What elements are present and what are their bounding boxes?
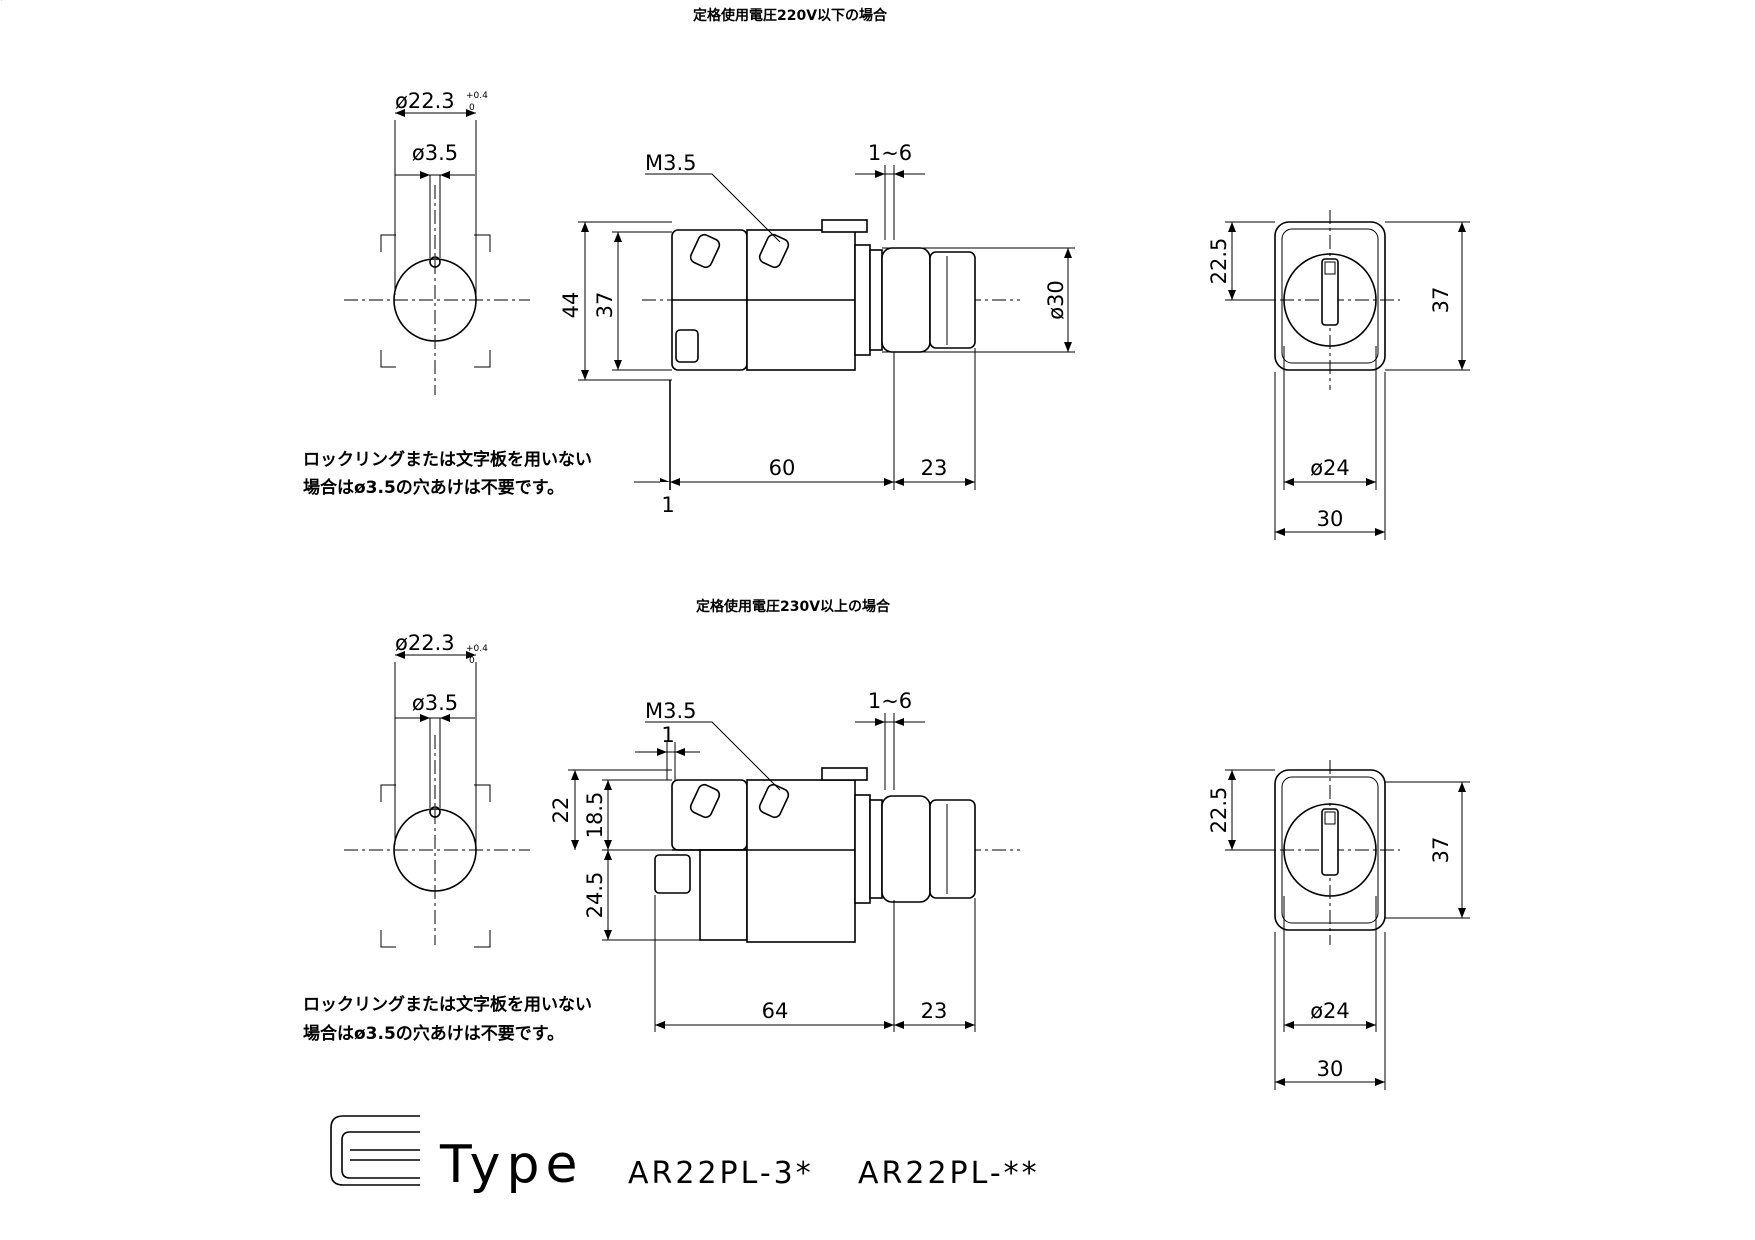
end-dia-label: ø24: [1310, 999, 1350, 1023]
note-line-2: 場合はø3.5の穴あけは不要です。: [303, 477, 564, 498]
note-line-2: 場合はø3.5の穴あけは不要です。: [303, 1023, 564, 1044]
depth-label: 60: [769, 456, 796, 480]
tolerance-plus: +0.4: [466, 91, 488, 101]
lower-terminal-icon: [654, 854, 691, 894]
end-height-label: 37: [1429, 837, 1453, 864]
model-number-2: AR22PL-**: [858, 1156, 1040, 1191]
end-view: 22.5 37 ø24 30: [1207, 760, 1470, 1090]
panel-thickness-label: 1~6: [868, 689, 912, 713]
front-length-label: 23: [921, 456, 948, 480]
terminal-screw-icon: [758, 783, 790, 819]
end-height-label: 37: [1429, 287, 1453, 314]
terminal-screw-icon: [689, 233, 721, 269]
end-width-label: 30: [1317, 1057, 1344, 1081]
footer: E Type AR22PL-3* AR22PL-**: [1, 0, 1040, 1195]
height-upper-label: 22: [549, 797, 573, 824]
tolerance-minus: 0: [469, 656, 475, 666]
type-e-logo: E: [1, 0, 420, 1186]
type-word: Type: [439, 1135, 583, 1195]
end-top-label: 22.5: [1207, 787, 1231, 834]
logo-letter: E: [1, 0, 2, 2]
plate-thickness-label: 1: [661, 493, 674, 517]
section-title: 定格使用電圧230V以上の場合: [696, 598, 891, 615]
anti-rotation-hole: [429, 256, 441, 268]
anti-rotation-hole: [429, 806, 441, 818]
end-view: 22.5 37 ø24 30: [1207, 210, 1470, 540]
height-total-label: 44: [559, 292, 583, 319]
hole-dia-label: ø3.5: [412, 691, 458, 715]
terminal-screw-icon: [758, 233, 790, 269]
lower-terminal-icon: [675, 329, 699, 363]
screw-label: M3.5: [645, 151, 697, 175]
note-line-1: ロックリングまたは文字板を用いない: [303, 994, 592, 1015]
depth-label: 64: [762, 999, 789, 1023]
height-inner-label: 37: [593, 292, 617, 319]
tolerance-minus: 0: [469, 103, 475, 113]
side-view: 22 18.5 24.5 M3.5 1 1~6: [549, 689, 1020, 1032]
selector-knob-icon: [1321, 808, 1339, 876]
section-top: 定格使用電圧220V以下の場合 ø22.3 +0.4 0 ø3.5 ロックリング…: [303, 7, 1470, 540]
outer-dia-label: ø22.3: [395, 89, 455, 113]
end-width-label: 30: [1317, 507, 1344, 531]
end-dia-label: ø24: [1310, 456, 1350, 480]
note-line-1: ロックリングまたは文字板を用いない: [303, 449, 592, 470]
hole-dia-label: ø3.5: [412, 141, 458, 165]
height-lower-label: 24.5: [583, 872, 607, 919]
outer-dia-label: ø22.3: [395, 631, 455, 655]
panel-thickness-label: 1~6: [868, 141, 912, 165]
terminal-screw-icon: [689, 783, 721, 819]
height-upper-inner-label: 18.5: [583, 792, 607, 839]
selector-knob-icon: [1321, 258, 1339, 326]
front-view: ø22.3 +0.4 0 ø3.5: [344, 631, 530, 948]
screw-label: M3.5: [645, 699, 697, 723]
tolerance-plus: +0.4: [466, 644, 488, 654]
front-length-label: 23: [921, 999, 948, 1023]
section-title: 定格使用電圧220V以下の場合: [693, 7, 888, 24]
section-bottom: 定格使用電圧230V以上の場合 ø22.3 +0.4 0 ø3.5 ロックリング…: [303, 598, 1470, 1090]
end-top-label: 22.5: [1207, 238, 1231, 285]
plate-thickness-label: 1: [661, 723, 674, 747]
bezel-dia-label: ø30: [1044, 280, 1068, 320]
front-view: ø22.3 +0.4 0 ø3.5: [344, 89, 530, 395]
model-number-1: AR22PL-3*: [628, 1156, 814, 1191]
side-view: 44 37 ø30 M3.5 1~6 60: [559, 141, 1075, 517]
